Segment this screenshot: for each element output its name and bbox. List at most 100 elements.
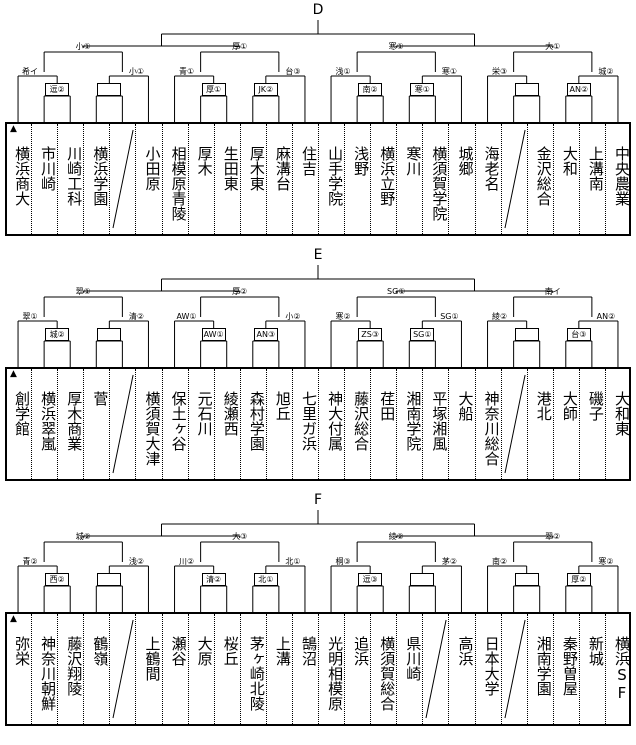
team-name: 平塚湘風 xyxy=(430,391,449,451)
quarter-winner-label: 城② xyxy=(75,532,91,541)
slash-line xyxy=(425,619,447,719)
team-cell: 日本大学 xyxy=(474,614,501,724)
team-cell: 大師 xyxy=(552,369,579,479)
team-cell: 藤沢総合 xyxy=(344,369,370,479)
team-name: 秦野曽屋 xyxy=(560,636,579,696)
bye-slot xyxy=(500,124,527,234)
match-result-box xyxy=(514,83,539,96)
team-cell: 麻溝台 xyxy=(265,124,292,234)
team-name: 上鶴間 xyxy=(143,636,162,681)
quarter-winner-label: 厚② xyxy=(232,287,248,296)
team-cell: 浅野 xyxy=(344,124,370,234)
team-cell: 大船 xyxy=(448,369,474,479)
quarter-winner-label: 綾② xyxy=(388,532,404,541)
slash-line xyxy=(112,619,134,719)
team-name: 生田東 xyxy=(221,146,240,191)
team-cell: 桜丘 xyxy=(213,614,240,724)
team-cell: 大和 xyxy=(552,124,579,234)
team-cell: 中央農業 xyxy=(604,124,631,234)
team-name: 藤沢翔陵 xyxy=(65,636,84,696)
team-name: 菅 xyxy=(91,391,110,406)
team-cell: 秦野曽屋 xyxy=(552,614,579,724)
team-name: 厚木商業 xyxy=(65,391,84,451)
team-cell: 保土ヶ谷 xyxy=(161,369,188,479)
match-result-box xyxy=(97,83,122,96)
team-name: 神奈川総合 xyxy=(482,391,501,466)
pair-winner-label: SG① xyxy=(440,312,459,321)
team-cell: ▲横浜商大 xyxy=(5,124,31,234)
team-cell: 光明相模原 xyxy=(318,614,344,724)
bye-slash xyxy=(504,129,526,229)
match-result-box: 西② xyxy=(45,573,70,586)
team-row: ▲横浜商大市川崎川崎工科横浜学園小田原相模原青陵厚木生田東厚木東麻溝台住吉山手学… xyxy=(5,122,631,236)
pair-winner-label: 浅① xyxy=(335,67,351,76)
team-name: 中央農業 xyxy=(612,146,631,206)
team-name: 神奈川朝鮮 xyxy=(39,636,58,711)
pair-winner-label: 翠① xyxy=(22,312,38,321)
team-name: 横浜立野 xyxy=(378,146,397,206)
pair-winner-label: 城② xyxy=(598,67,614,76)
team-row: ▲創学館横浜翠嵐厚木商業菅横須賀大津保土ヶ谷元石川綾瀬西森村学園旭丘七里ガ浜神大… xyxy=(5,367,631,481)
block-title: F xyxy=(313,492,323,508)
pair-winner-label: 綾② xyxy=(491,312,508,321)
match-result-box: AN③ xyxy=(253,328,278,341)
team-name: 七里ガ浜 xyxy=(299,391,318,451)
team-cell: 追浜 xyxy=(344,614,370,724)
quarter-winner-label: 寒① xyxy=(388,42,404,51)
match-result-box xyxy=(97,328,122,341)
team-name: 金沢総合 xyxy=(534,146,553,206)
team-name: 鶴嶺 xyxy=(91,636,110,666)
team-name: 藤沢総合 xyxy=(352,391,371,451)
pair-winner-label: 青① xyxy=(178,67,195,76)
team-name: 大和東 xyxy=(612,391,631,436)
quarter-winner-label: 大① xyxy=(545,42,561,51)
team-cell: 生田東 xyxy=(213,124,240,234)
team-name: 神大付属 xyxy=(326,391,345,451)
team-cell: 横浜翠嵐 xyxy=(31,369,57,479)
team-name: 創学館 xyxy=(13,391,32,436)
bye-slot xyxy=(109,369,135,479)
team-cell: 横浜学園 xyxy=(83,124,109,234)
team-cell: ▲弥栄 xyxy=(5,614,31,724)
slash-line xyxy=(112,129,134,229)
team-name: 山手学院 xyxy=(326,146,345,206)
team-cell: 川崎工科 xyxy=(57,124,83,234)
pair-winner-label: 希イ xyxy=(22,67,39,76)
pair-winner-label: 小② xyxy=(285,312,301,321)
pair-winner-label: 台③ xyxy=(285,67,301,76)
match-result-box: 南② xyxy=(358,83,383,96)
match-result-box xyxy=(97,573,122,586)
bye-slash xyxy=(112,129,134,229)
team-name: 綾瀬西 xyxy=(221,391,240,436)
team-name: 横浜SF xyxy=(612,636,631,702)
pair-winner-label: AW① xyxy=(176,312,197,321)
slash-line xyxy=(504,129,526,229)
team-name: 旭丘 xyxy=(273,391,292,421)
team-cell: 小田原 xyxy=(135,124,161,234)
team-cell: 厚木商業 xyxy=(57,369,83,479)
team-cell: 新城 xyxy=(578,614,605,724)
team-name: 日本大学 xyxy=(482,636,501,696)
team-cell: 寒川 xyxy=(396,124,422,234)
team-name: 相模原青陵 xyxy=(169,146,188,221)
team-name: 川崎工科 xyxy=(65,146,84,206)
team-name: 大原 xyxy=(195,636,214,666)
team-name: 荏田 xyxy=(378,391,397,421)
team-name: 港北 xyxy=(534,391,553,421)
team-name: 湘南学院 xyxy=(404,391,423,451)
team-name: 横浜学園 xyxy=(91,146,110,206)
team-cell: 横浜SF xyxy=(604,614,631,724)
match-result-box xyxy=(514,573,539,586)
team-cell: 大原 xyxy=(187,614,214,724)
team-name: 厚木 xyxy=(195,146,214,176)
bye-slash xyxy=(425,619,447,719)
team-name: 元石川 xyxy=(195,391,214,436)
team-cell: 湘南学院 xyxy=(396,369,422,479)
team-cell: 横須賀学院 xyxy=(422,124,448,234)
team-name: 横須賀大津 xyxy=(143,391,162,466)
team-cell: 旭丘 xyxy=(265,369,292,479)
team-cell: 神奈川総合 xyxy=(474,369,501,479)
bye-slash xyxy=(112,374,134,474)
team-cell: 平塚湘風 xyxy=(422,369,448,479)
block-title: D xyxy=(312,2,324,18)
